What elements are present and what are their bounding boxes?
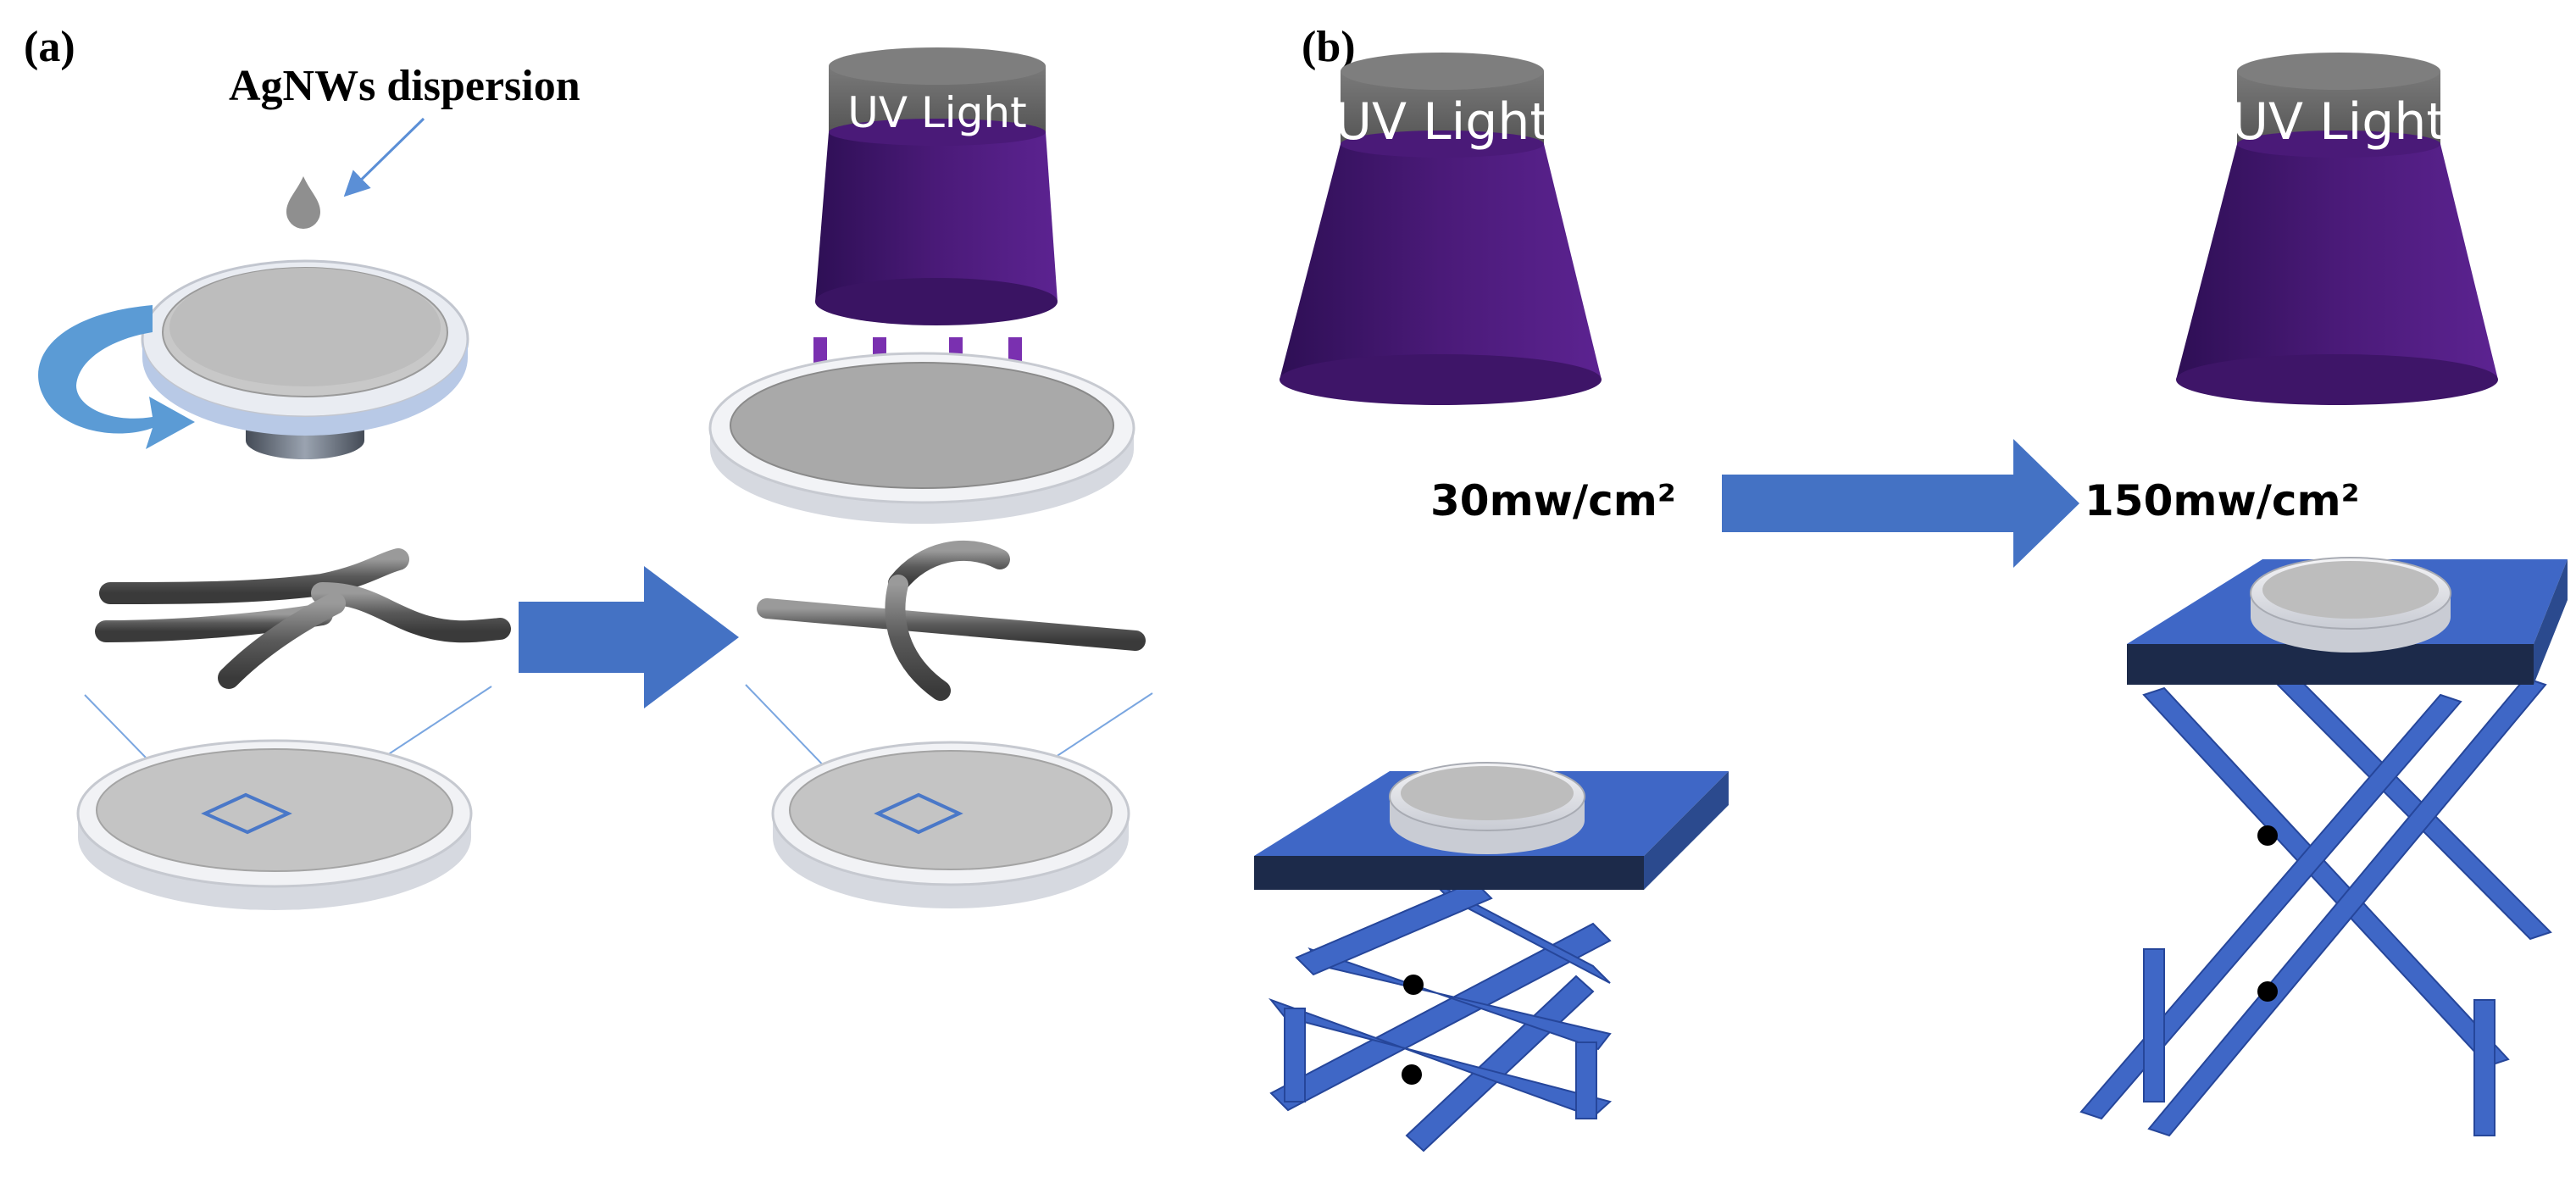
intensity-arrow-icon	[1722, 439, 2079, 568]
uv-lamp-b-right: UV Light	[2176, 53, 2498, 405]
droplet-icon	[286, 176, 320, 229]
lift-table-low	[1254, 762, 1729, 1152]
substrate-zoom-right	[745, 684, 1153, 908]
uv-light-label-b-right: UV Light	[2231, 92, 2446, 152]
dispersion-label: AgNWs dispersion	[229, 62, 580, 110]
uv-light-label-a: UV Light	[847, 88, 1026, 137]
substrate-zoom-left	[76, 686, 492, 910]
power-high-label: 150mw/cm²	[2085, 476, 2360, 525]
uv-lamp-b-left: UV Light	[1280, 53, 1602, 405]
uv-light-label-b-left: UV Light	[1335, 92, 1550, 152]
substrate-uv	[708, 352, 1135, 524]
spin-coater	[141, 259, 469, 459]
lift-table-high	[2079, 557, 2568, 1137]
nanowires-after	[757, 541, 1146, 701]
uv-lamp-a: UV Light	[815, 47, 1058, 325]
power-low-label: 30mw/cm²	[1430, 476, 1676, 525]
process-arrow-icon	[519, 566, 739, 708]
nanowires-before	[95, 548, 511, 689]
panel-label-b: (b)	[1302, 23, 1356, 71]
rotation-arrow-icon	[38, 305, 195, 449]
dispersion-pointer	[343, 117, 425, 197]
panel-label-a: (a)	[24, 23, 75, 71]
